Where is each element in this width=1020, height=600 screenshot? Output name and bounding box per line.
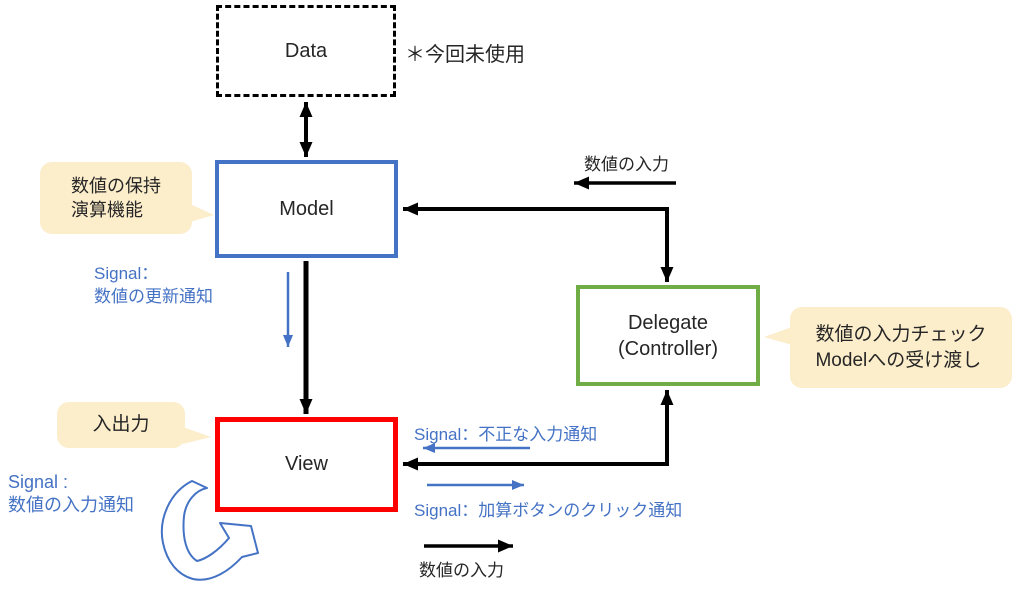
callout-tail bbox=[183, 427, 211, 444]
signal-invalid-input-label: Signal：不正な入力通知 bbox=[414, 425, 598, 444]
signal-update-label: Signal： 数値の更新通知 bbox=[94, 264, 213, 306]
delegate-box-label: Delegate (Controller) bbox=[617, 311, 719, 360]
model-callout: 数値の保持 演算機能 bbox=[40, 162, 214, 234]
numeric-input-label-bottom: 数値の入力 bbox=[419, 561, 504, 580]
signal-input-notify-label: Signal : 数値の入力通知 bbox=[8, 472, 134, 516]
model-callout-text: 数値の保持 演算機能 bbox=[71, 175, 161, 220]
view-callout: 入出力 bbox=[57, 402, 211, 448]
view-callout-text: 入出力 bbox=[92, 414, 150, 436]
delegate-callout: 数値の入力チェック Modelへの受け渡し bbox=[764, 307, 1012, 388]
delegate-callout-text: 数値の入力チェック Modelへの受け渡し bbox=[815, 323, 987, 371]
callout-tail bbox=[190, 204, 214, 222]
callout-tail bbox=[764, 327, 792, 345]
model-box-label: Model bbox=[279, 197, 334, 220]
delegate-box: Delegate (Controller) bbox=[576, 285, 760, 386]
model-box: Model bbox=[215, 160, 398, 258]
data-box-label: Data bbox=[284, 39, 328, 62]
data-box: Data bbox=[216, 5, 396, 97]
data-unused-note: ＊今回未使用 bbox=[405, 44, 525, 66]
arrow-delegate-model-elbow bbox=[403, 202, 674, 282]
view-box-label: View bbox=[285, 453, 328, 475]
numeric-input-label-top: 数値の入力 bbox=[584, 155, 669, 174]
signal-add-click-label: Signal：加算ボタンのクリック通知 bbox=[414, 501, 683, 520]
view-box: View bbox=[215, 417, 398, 512]
